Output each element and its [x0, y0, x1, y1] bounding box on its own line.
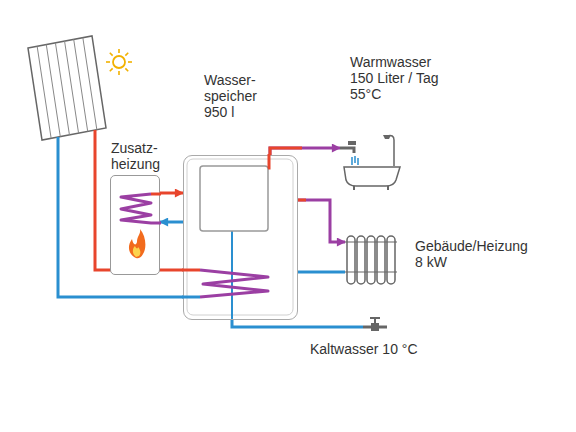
radiator: Gebäude/Heizung 8 kW — [345, 232, 397, 288]
label-block: Warmwasser 150 Liter / Tag 55°C — [350, 54, 450, 102]
bathtub-drawing — [352, 156, 358, 165]
radiator-drawing — [347, 236, 355, 284]
hot-water-pipe — [270, 148, 340, 155]
cold-water-valve-drawing — [363, 317, 387, 337]
water-tank: Wasser- speicher 950 l — [183, 155, 298, 320]
sun-symbol — [113, 56, 125, 68]
label-block: Gebäude/Heizung 8 kW — [415, 238, 533, 270]
auxiliary-heater-drawing — [121, 194, 161, 223]
bathtub-drawing — [340, 148, 354, 153]
bathtub-drawing — [383, 135, 391, 139]
sun-ray — [110, 68, 113, 71]
sun-ray — [125, 53, 128, 56]
component-label: Zusatz- heizung — [111, 140, 175, 172]
collector-strip — [83, 38, 97, 130]
water-tank-drawing — [231, 231, 233, 319]
cold-water-valve-drawing — [370, 318, 380, 323]
solar-flow-pipe — [95, 130, 183, 270]
water-tank-drawing — [182, 296, 200, 299]
sun-symbol — [106, 49, 132, 75]
auxiliary-heater-drawing — [133, 246, 141, 257]
sun-ray — [118, 71, 120, 75]
bathtub-drawing — [354, 186, 388, 190]
heating-flow-pipe — [160, 192, 183, 195]
heating-return-pipe — [298, 271, 345, 274]
radiator-drawing — [367, 236, 375, 284]
cold-water-valve-drawing — [371, 323, 379, 331]
auxiliary-heater-drawing — [111, 176, 161, 276]
cold-water-valve: Kaltwasser 10 °C — [363, 317, 387, 337]
bathtub-drawing — [387, 136, 394, 167]
sun-ray — [106, 49, 132, 75]
radiator-drawing — [377, 236, 385, 284]
radiator-drawing — [345, 232, 397, 288]
radiator-drawing — [345, 242, 397, 272]
component-label: Warmwasser 150 Liter / Tag 55°C — [350, 54, 450, 102]
sun-ray — [110, 53, 113, 56]
heating-return-pipe — [160, 221, 183, 224]
water-tank-drawing — [187, 159, 293, 315]
component-label: Wasser- speicher 950 l — [204, 72, 266, 120]
water-tank-drawing — [200, 270, 268, 297]
sun-ray — [106, 61, 110, 63]
radiator-drawing — [357, 236, 365, 284]
water-tank-drawing — [268, 154, 269, 168]
component-label: Gebäude/Heizung 8 kW — [415, 238, 533, 270]
bathtub: Warmwasser 150 Liter / Tag 55°C — [340, 132, 402, 192]
sun-ray — [125, 68, 128, 71]
label-block: Zusatz- heizung — [111, 140, 175, 172]
label-block: Wasser- speicher 950 l — [204, 72, 266, 120]
water-tank-drawing — [182, 269, 200, 272]
label-block: Kaltwasser 10 °C — [310, 341, 418, 357]
water-tank-drawing — [184, 156, 299, 321]
collector-strip — [37, 38, 97, 139]
auxiliary-heater: Zusatz- heizung — [110, 175, 160, 275]
solar-collector — [28, 36, 106, 140]
hot-water-pipe — [298, 199, 306, 202]
sun-ray — [128, 61, 132, 63]
water-tank-drawing — [200, 166, 268, 231]
sun-ray — [118, 49, 120, 53]
bathtub-drawing — [348, 141, 356, 145]
cold-water-pipe — [232, 320, 363, 327]
solar-collector — [28, 36, 106, 140]
solar-return-pipe — [58, 137, 183, 297]
bathtub-drawing — [340, 132, 402, 192]
component-label: Kaltwasser 10 °C — [310, 341, 418, 357]
radiator-drawing — [387, 236, 395, 284]
auxiliary-heater-drawing — [129, 229, 145, 258]
heating-supply-pipe — [298, 200, 345, 242]
bathtub-drawing — [344, 167, 400, 186]
hot-water-pipe — [270, 148, 302, 155]
auxiliary-heater-drawing — [151, 193, 161, 196]
